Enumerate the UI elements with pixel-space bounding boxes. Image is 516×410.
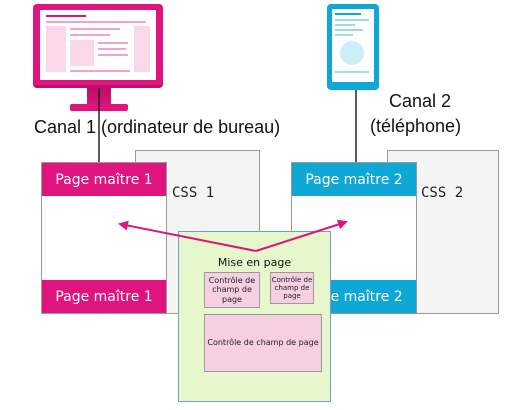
field-control-3: Contrôle de champ de page [204,314,322,372]
field-control-2: Contrôle de champ de page [270,272,314,304]
css-1-label: CSS 1 [172,185,215,201]
master-page-1-header: Page maître 1 [42,163,166,196]
layout-page: Mise en page Contrôle de champ de page C… [178,231,331,402]
channel-2-label-line2: (téléphone) [370,116,462,136]
phone-screen-thumbnail [332,9,374,82]
master-page-2-header: Page maître 2 [292,163,416,196]
css-2-label: CSS 2 [421,185,464,201]
master-page-1: Page maître 1 Page maître 1 [41,162,167,314]
field-control-1: Contrôle de champ de page [204,272,260,308]
arrow-to-master-page-2 [255,219,348,252]
desktop-screen-thumbnail [40,10,156,80]
layout-title: Mise en page [217,256,292,269]
channel-2-label-line1: Canal 2 [389,91,452,111]
desktop-monitor-icon [33,4,163,88]
master-page-1-footer: Page maître 1 [42,280,166,313]
arrow-to-master-page-1 [118,220,257,252]
phone-icon [327,4,379,90]
channel-1-label: Canal 1 (ordinateur de bureau) [34,117,281,137]
